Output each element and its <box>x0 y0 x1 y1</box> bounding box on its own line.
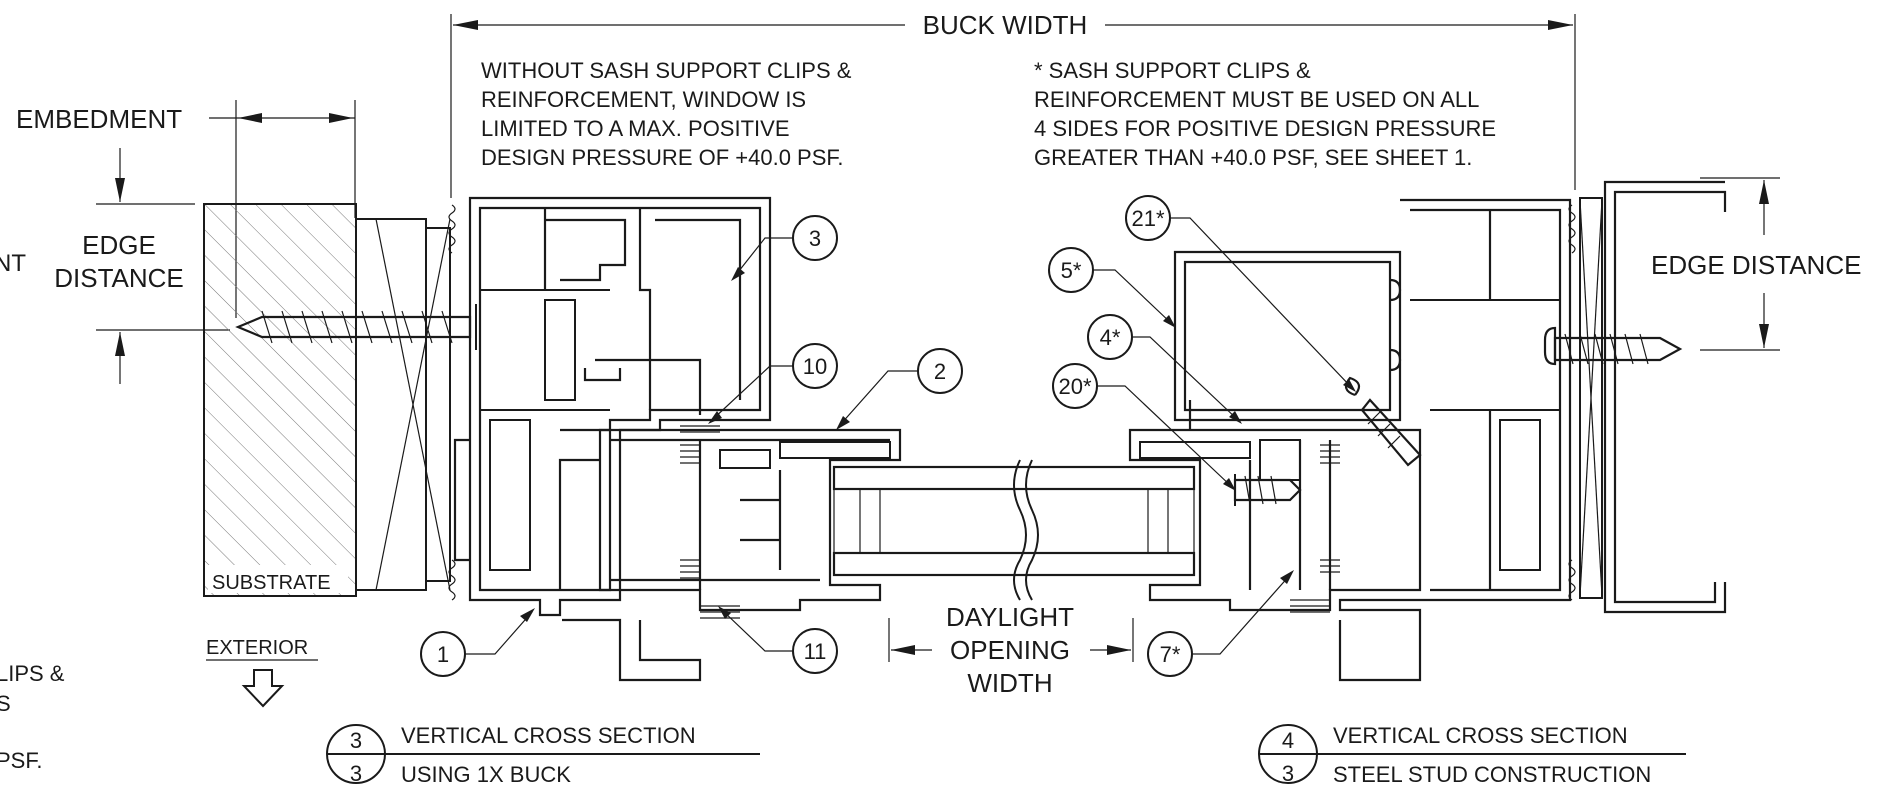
daylight-label-3: WIDTH <box>967 668 1052 698</box>
daylight-label-1: DAYLIGHT <box>946 602 1074 632</box>
buck-width-dimension: BUCK WIDTH <box>450 10 1576 198</box>
note-right-line-2: REINFORCEMENT MUST BE USED ON ALL <box>1034 87 1479 112</box>
note-right: * SASH SUPPORT CLIPS & REINFORCEMENT MUS… <box>1034 58 1496 170</box>
note-right-line-3: 4 SIDES FOR POSITIVE DESIGN PRESSURE <box>1034 116 1496 141</box>
section-right-title: VERTICAL CROSS SECTION <box>1333 723 1628 748</box>
callout-1: 1 <box>420 608 535 677</box>
note-left-line-4: DESIGN PRESSURE OF +40.0 PSF. <box>481 145 844 170</box>
note-left-line-2: REINFORCEMENT, WINDOW IS <box>481 87 806 112</box>
section-left-title: VERTICAL CROSS SECTION <box>401 723 696 748</box>
reinforcement-screws-right <box>1233 376 1422 506</box>
callout-21: 21* <box>1125 195 1356 392</box>
frame-profile-right <box>1173 198 1576 682</box>
svg-text:7*: 7* <box>1160 642 1181 667</box>
callout-2: 2 <box>836 348 963 430</box>
svg-text:4: 4 <box>1282 728 1294 753</box>
cut-off-s: S <box>0 691 11 716</box>
daylight-opening-dimension: DAYLIGHT OPENING WIDTH <box>888 602 1134 698</box>
svg-text:2: 2 <box>934 359 946 384</box>
edge-distance-left-label-1: EDGE <box>82 230 156 260</box>
edge-distance-right-label: EDGE DISTANCE <box>1651 250 1861 280</box>
exterior-label: EXTERIOR <box>206 637 308 659</box>
substrate-wall: SUBSTRATE <box>203 203 357 597</box>
callout-10: 10 <box>708 343 838 424</box>
svg-text:10: 10 <box>803 354 827 379</box>
svg-text:4*: 4* <box>1100 325 1121 350</box>
note-right-line-4: GREATER THAN +40.0 PSF, SEE SHEET 1. <box>1034 145 1472 170</box>
note-left: WITHOUT SASH SUPPORT CLIPS & REINFORCEME… <box>481 58 852 170</box>
section-right-subtitle: STEEL STUD CONSTRUCTION <box>1333 762 1651 787</box>
svg-text:3: 3 <box>809 226 821 251</box>
embedment-label: EMBEDMENT <box>16 104 182 134</box>
section-title-left: 3 3 VERTICAL CROSS SECTION USING 1X BUCK <box>326 723 760 787</box>
section-left-subtitle: USING 1X BUCK <box>401 762 571 787</box>
section-title-right: 4 3 VERTICAL CROSS SECTION STEEL STUD CO… <box>1258 723 1686 787</box>
note-right-line-1: * SASH SUPPORT CLIPS & <box>1034 58 1311 83</box>
callout-4: 4* <box>1087 314 1242 424</box>
sash-profile-left <box>598 419 902 619</box>
callout-20: 20* <box>1052 363 1236 491</box>
svg-text:3: 3 <box>1282 761 1294 786</box>
daylight-label-2: OPENING <box>950 635 1070 665</box>
edge-distance-right: EDGE DISTANCE <box>1651 177 1861 351</box>
anchor-screw-right <box>1543 326 1683 366</box>
callout-11: 11 <box>718 606 838 674</box>
svg-text:3: 3 <box>350 728 362 753</box>
svg-text:3: 3 <box>350 761 362 786</box>
callout-5: 5* <box>1048 247 1176 328</box>
down-arrow-icon <box>241 669 285 708</box>
callout-7: 7* <box>1147 570 1294 677</box>
note-left-line-1: WITHOUT SASH SUPPORT CLIPS & <box>481 58 852 83</box>
wood-buck <box>355 218 451 591</box>
callout-3: 3 <box>731 215 838 281</box>
sash-profile-right <box>1128 428 1422 613</box>
cut-off-text: NT LIPS & S PSF. <box>0 250 65 773</box>
cut-off-lips: LIPS & <box>0 661 65 686</box>
steel-stud <box>1579 180 1727 614</box>
buck-width-label: BUCK WIDTH <box>923 10 1088 40</box>
frame-profile-left <box>448 196 772 682</box>
svg-text:11: 11 <box>804 639 827 664</box>
insulated-glass-unit <box>832 459 1196 601</box>
edge-distance-left: EDGE DISTANCE <box>54 148 230 384</box>
substrate-label: SUBSTRATE <box>212 572 331 594</box>
svg-text:20*: 20* <box>1058 374 1091 399</box>
svg-text:21*: 21* <box>1131 206 1164 231</box>
svg-text:1: 1 <box>437 642 449 667</box>
cut-off-nt: NT <box>0 250 26 277</box>
cut-off-psf: PSF. <box>0 748 42 773</box>
edge-distance-left-label-2: DISTANCE <box>54 263 184 293</box>
note-left-line-3: LIMITED TO A MAX. POSITIVE <box>481 116 790 141</box>
svg-text:5*: 5* <box>1061 258 1082 283</box>
exterior-marker: EXTERIOR <box>206 637 318 708</box>
